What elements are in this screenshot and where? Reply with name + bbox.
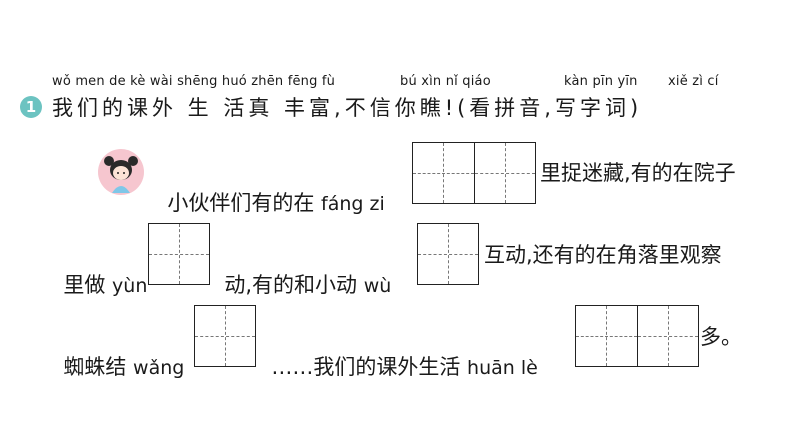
title-pinyin-4: xiě zì cí <box>668 74 719 89</box>
question-number-badge: 1 <box>20 96 42 118</box>
answer-box-yun[interactable] <box>148 223 210 285</box>
answer-box-wang[interactable] <box>194 305 256 367</box>
passage-line-1-a: 小伙伴们有的在 fáng zi <box>167 191 385 215</box>
passage-line-2-a: 里做 yùn <box>63 273 148 297</box>
answer-box-huanle[interactable] <box>575 305 699 367</box>
passage-line-1-b: 里捉迷藏,有的在院子 <box>540 161 736 185</box>
answer-box-wu[interactable] <box>417 223 479 285</box>
passage-line-2-b: 动,有的和小动 wù <box>224 273 392 297</box>
title-pinyin-1: wǒ men de kè wài shēng huó zhēn fēng fù <box>52 74 336 89</box>
answer-box-fangzi[interactable] <box>412 142 536 204</box>
title-pinyin-2: bú xìn nǐ qiáo <box>400 74 491 89</box>
title-pinyin-3: kàn pīn yīn <box>564 74 638 89</box>
girl-avatar-icon <box>98 149 144 195</box>
passage-line-2-c: 互动,还有的在角落里观察 <box>484 243 722 267</box>
passage-line-3-b: ……我们的课外生活 huān lè <box>271 355 538 379</box>
passage-line-3-c: 多。 <box>700 325 742 349</box>
question-title: 我们的课外 生 活真 丰富,不信你瞧!(看拼音,写字词) <box>52 96 643 120</box>
passage-line-3-a: 蜘蛛结 wǎng <box>63 355 185 379</box>
